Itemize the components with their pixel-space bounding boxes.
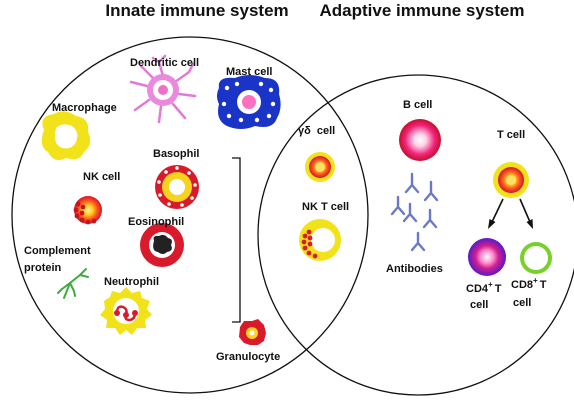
cd8-t-cell-label-line2: cell	[513, 297, 531, 309]
complement-protein-icon	[57, 268, 89, 299]
t-cell-label: T cell	[497, 129, 525, 141]
b-cell-label: B cell	[403, 99, 432, 111]
antibodies-icon	[390, 172, 439, 252]
gamma-delta-suffix: cell	[317, 125, 335, 137]
t-cell-icon	[493, 162, 529, 198]
adaptive-circle	[257, 74, 574, 396]
cd4-t-cell-icon	[468, 238, 506, 276]
cd4-t-cell-label-line1: CD4+T	[466, 280, 502, 295]
mast-cell-icon	[217, 75, 281, 129]
cd4-sup: +	[488, 280, 493, 289]
eosinophil-label: Eosinophil	[128, 216, 184, 228]
gamma-delta-cell-icon	[305, 152, 335, 182]
adaptive-title: Adaptive immune system	[319, 1, 524, 20]
neutrophil-label: Neutrophil	[104, 276, 159, 288]
nk-cell-icon	[73, 196, 102, 225]
arrow-to-cd8	[519, 198, 531, 223]
innate-circle	[11, 36, 369, 394]
cd8-t-cell-label-line1: CD8+T	[511, 276, 547, 291]
innate-title: Innate immune system	[105, 1, 288, 20]
mast-cell-label: Mast cell	[226, 66, 272, 78]
granulocyte-bracket	[232, 157, 241, 323]
arrow-to-cd4	[491, 198, 504, 223]
cd8-t: T	[540, 279, 547, 291]
macrophage-label: Macrophage	[52, 102, 117, 114]
nkt-cell-icon	[299, 219, 341, 261]
b-cell-icon	[399, 119, 441, 161]
complement-protein-label-line1: Complement	[24, 245, 91, 257]
granulocyte-label: Granulocyte	[216, 351, 280, 363]
cd8-t-cell-icon	[520, 242, 552, 274]
antibodies-label: Antibodies	[386, 263, 443, 275]
granulocyte-icon	[239, 319, 266, 345]
differentiation-arrows	[488, 198, 533, 229]
cd4-main: CD4	[466, 283, 489, 295]
cd4-t-cell-label-line2: cell	[470, 299, 488, 311]
basophil-icon	[155, 165, 199, 209]
cd8-sup: +	[533, 276, 538, 285]
dendritic-cell-icon	[129, 54, 197, 124]
eosinophil-icon	[140, 223, 184, 267]
basophil-label: Basophil	[153, 148, 199, 160]
cd4-t: T	[495, 283, 502, 295]
neutrophil-icon	[100, 287, 152, 335]
dendritic-cell-label: Dendritic cell	[130, 57, 199, 69]
gamma-delta-prefix: γδ	[298, 125, 311, 137]
cd8-main: CD8	[511, 279, 533, 291]
nk-cell-label: NK cell	[83, 171, 120, 183]
complement-protein-label-line2: protein	[24, 262, 62, 274]
nkt-cell-label: NK T cell	[302, 201, 349, 213]
gamma-delta-cell-label: γδ cell	[298, 125, 335, 137]
macrophage-icon	[41, 111, 91, 160]
